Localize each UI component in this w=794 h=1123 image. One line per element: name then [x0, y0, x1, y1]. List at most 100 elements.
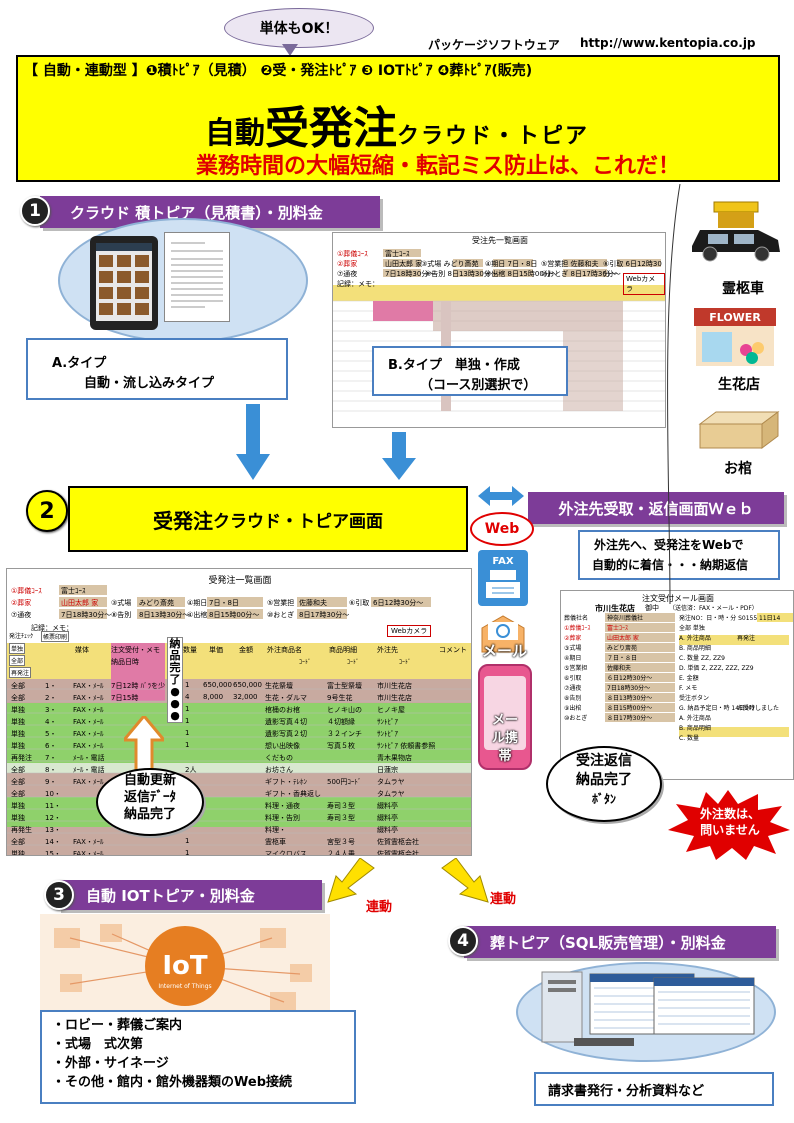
m2-row-cell: 市川生花店: [377, 682, 412, 690]
reply-value: ６日12時30分～: [607, 675, 653, 682]
m2-row-cell: ｻﾝﾄﾋﾟｱ: [377, 730, 398, 738]
m2-row-cell: 6・: [45, 742, 57, 750]
m2-row-cell: 市川生花店: [377, 694, 412, 702]
m2-row-cell[interactable]: 再発生: [11, 826, 32, 834]
section4-banner-text: 葬トピア（SQL販売管理）・別料金: [490, 933, 726, 952]
m2-row-cell: 寿司３型: [327, 802, 355, 810]
section3-number: 3: [44, 880, 74, 910]
section4-caption-box: [534, 1072, 774, 1106]
reply-mail-screen: 注文受付メール画面 市川生花店 御中 （送信済：FAX・メール・PDF） 葬儀社…: [560, 590, 794, 780]
hearse-icon: [692, 201, 780, 262]
outsource-banner: 外注先受取・返信画面Ｗｅｂ: [528, 492, 784, 524]
reply-right-item[interactable]: 全部 単独: [679, 625, 705, 632]
mock1-row3-label: ⑦通夜: [337, 270, 358, 278]
burst-line1: 外注数は、: [699, 807, 760, 821]
section1-number: 1: [20, 196, 50, 226]
m2-row-cell: 8・: [45, 766, 57, 774]
m2-row-cell: 10・: [45, 790, 61, 798]
reply-right-item: A. 外注商品: [679, 715, 711, 722]
m2-row-cell[interactable]: 全部: [11, 838, 25, 846]
m2-row-cell: 3・: [45, 706, 57, 714]
website-link[interactable]: http://www.kentopia.co.jp: [580, 36, 756, 50]
sou-renkei-label: 連動: [490, 892, 517, 907]
auto-update-line3: 納品完了: [123, 807, 176, 822]
title-part-1: 自動: [204, 116, 265, 151]
reply-label: ⑩おとぎ: [564, 715, 588, 722]
reply-right-item[interactable]: 再発注: [737, 635, 756, 642]
m2-col-product-code: ｺｰﾄﾞ: [299, 659, 312, 666]
title-part-3: クラウド・トピア: [396, 124, 589, 149]
m2-row-cell: ギフト・香典返し: [265, 790, 321, 798]
m2-row-cell[interactable]: 全部: [11, 790, 25, 798]
reply-value: ８日17時30分～: [607, 715, 653, 722]
section2-banner-p2: クラウド・トピア画面: [213, 511, 383, 532]
m2-row-cell: FAX・ﾒｰﾙ: [73, 778, 104, 786]
reply-right-item[interactable]: 受注ボタン: [679, 695, 710, 702]
mock1-otogi: ⑩おとぎ 8日17時30分～: [541, 270, 621, 278]
m2-pickup-value: 6日12時30分～: [373, 599, 424, 607]
m2-row-cell: FAX・ﾒｰﾙ: [73, 850, 104, 856]
m2-row-cell: くだもの: [265, 754, 293, 762]
m2-sales-label: ⑤営業担: [267, 599, 295, 607]
mock1-sales: ⑤営業担 佐藤和夫: [541, 260, 599, 268]
m2-row-cell: 想い出映像: [265, 742, 300, 750]
m2-row-cell[interactable]: 全部: [11, 778, 25, 786]
outsource-banner-text: 外注先受取・返信画面Ｗｅｂ: [558, 499, 754, 518]
speech-bubble: 単体もOK！: [224, 8, 374, 48]
type-a-title: A.タイプ: [52, 356, 107, 371]
mock1-date: ④期日 7日・8日: [485, 260, 538, 268]
reply-right-item: C. 数量: [679, 735, 700, 742]
m2-row-cell: 日蓮宗: [377, 766, 398, 774]
m2-row-cell: FAX・ﾒｰﾙ: [73, 838, 104, 846]
arrow-to-iot: [327, 858, 375, 903]
m2-departure-label: ④出棺: [187, 611, 208, 619]
auto-update-bubble: [96, 768, 204, 836]
section1-banner-text: クラウド 積トピア（見積書）・別料金: [70, 203, 323, 222]
m2-row-cell[interactable]: 単独: [11, 730, 25, 738]
mock1-row1-label: ①葬儀ｺｰｽ: [337, 250, 368, 258]
document-lines-graphic: [171, 242, 223, 308]
m2-row-cell[interactable]: 単独: [11, 706, 25, 714]
m2-row-cell: 12・: [45, 814, 61, 822]
reply-label: ①葬儀ｺｰｽ: [564, 625, 591, 632]
m2-row-cell: タムラヤ: [377, 790, 405, 798]
m2-row-cell[interactable]: 単独: [11, 802, 25, 810]
coffin-icon: [698, 411, 780, 449]
bubble-tail: [282, 44, 298, 56]
m2-row-cell[interactable]: 全部: [11, 694, 25, 702]
m2-reorder-button[interactable]: 再発注: [9, 667, 32, 678]
m2-all-button[interactable]: 全部: [9, 655, 26, 666]
m2-row-cell: 2人: [185, 766, 197, 774]
m2-row-cell: 7・: [45, 754, 57, 762]
reply-label: ⑨出棺: [564, 705, 582, 712]
m2-row-cell: 32,000: [233, 693, 258, 701]
m2-row-cell[interactable]: 単独: [11, 718, 25, 726]
estimate-list-screen: 受注先一覧画面 ①葬儀ｺｰｽ ②葬家 ⑦通夜 記録：メモ： 富士ｺｰｽ 山田太郎…: [332, 232, 666, 428]
m2-row-cell[interactable]: 単独: [11, 742, 25, 750]
m2-row-cell: 青木果物店: [377, 754, 412, 762]
auto-update-text: 自動更新 返信ﾃﾞｰﾀ 納品完了: [104, 772, 196, 823]
m2-single-button[interactable]: 単独: [9, 643, 26, 654]
m2-row-cell: 1: [185, 729, 190, 737]
section4-caption: 請求書発行・分析資料など: [548, 1084, 705, 1099]
mock1-webcam-button[interactable]: Webカメラ: [623, 273, 665, 295]
m2-row-cell: 650,000: [233, 681, 262, 689]
m2-row-cell[interactable]: 単独: [11, 850, 25, 856]
section4-number: 4: [448, 926, 478, 956]
reply-value: 神奈川葬儀社: [607, 615, 644, 622]
m2-col-detail: 商品明細: [329, 646, 357, 654]
m2-col-qty: 数量: [183, 646, 197, 654]
m2-row-cell[interactable]: 全部: [11, 682, 25, 690]
fax-label: FAX: [492, 556, 513, 567]
m2-row-cell[interactable]: 単独: [11, 814, 25, 822]
flower-sign-text: FLOWER: [709, 311, 761, 324]
m2-farewell-label: ⑧告別: [111, 611, 132, 619]
m2-webcam-button[interactable]: Webカメラ: [387, 625, 432, 637]
tablet-grid-graphic: [96, 243, 152, 315]
reply-screen-title: 注文受付メール画面: [642, 594, 714, 603]
m2-row-cell[interactable]: 全部: [11, 766, 25, 774]
m2-print-button[interactable]: 帳票印刷: [41, 631, 70, 642]
coffin-label: お棺: [724, 461, 752, 477]
m2-row-cell[interactable]: 再発注: [11, 754, 32, 762]
reply-label: ④期日: [564, 655, 582, 662]
